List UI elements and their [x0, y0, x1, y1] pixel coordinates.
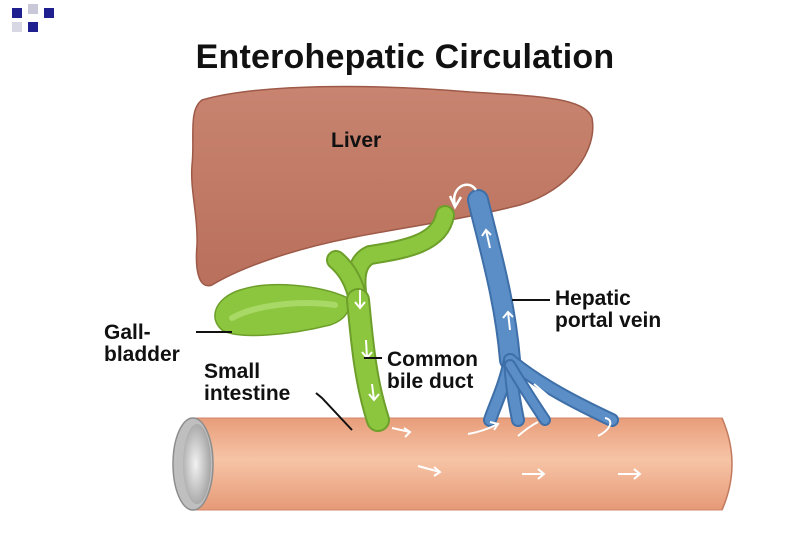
deco-square-grey-1 [28, 4, 38, 14]
decorative-squares [12, 4, 54, 32]
gallbladder [214, 283, 350, 337]
label-small-intestine: Small intestine [204, 361, 290, 405]
bile-flow-arrows [354, 290, 380, 402]
intestine-flow-arrows [391, 417, 642, 480]
liver-return-arrow [452, 183, 478, 206]
label-gallbladder: Gall- bladder [104, 322, 180, 366]
label-hepatic-portal-vein-line-1: Hepatic [555, 287, 631, 310]
label-liver: Liver [331, 129, 382, 152]
label-hepatic-portal-vein-line-2: portal vein [555, 309, 662, 332]
label-common-bile-duct: Common bile duct [387, 349, 478, 393]
deco-square-navy-3 [28, 22, 38, 32]
vein-flow-arrows [481, 228, 548, 396]
page-title: Enterohepatic Circulation [195, 38, 615, 76]
label-small-intestine-line-2: intestine [204, 382, 291, 405]
deco-square-navy-1 [12, 8, 22, 18]
leader-lines [196, 299, 550, 431]
hepatic-portal-vein [467, 189, 619, 427]
small-intestine-leader [315, 392, 353, 431]
label-common-bile-duct-line-1: Common [387, 348, 478, 371]
label-small-intestine-line-1: Small [204, 360, 261, 383]
label-gallbladder-line-2: bladder [104, 343, 180, 366]
liver [190, 85, 594, 287]
label-common-bile-duct-line-2: bile duct [387, 370, 474, 393]
label-hepatic-portal-vein: Hepatic portal vein [555, 288, 661, 332]
deco-square-navy-2 [44, 8, 54, 18]
common-bile-duct [326, 205, 455, 432]
deco-square-grey-2 [12, 22, 22, 32]
label-gallbladder-line-1: Gall- [104, 321, 151, 344]
small-intestine [172, 417, 733, 511]
